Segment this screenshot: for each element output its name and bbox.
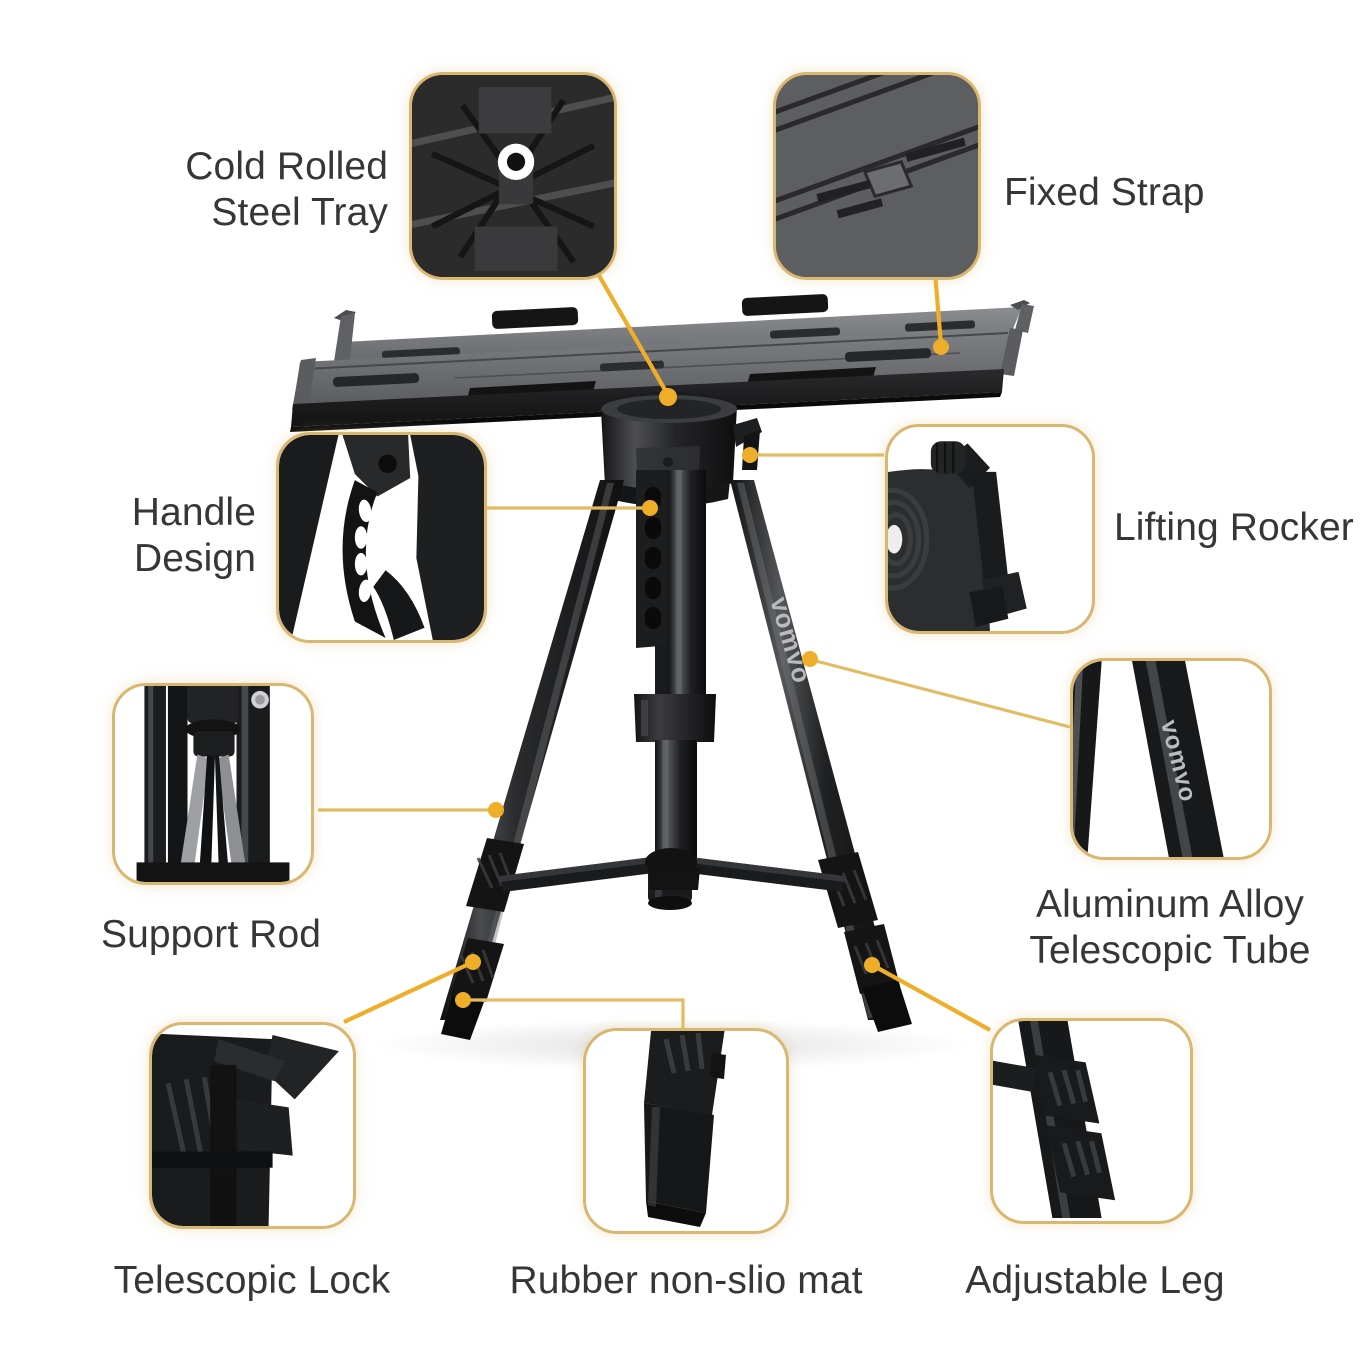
thumb-art-rubber-mat: [586, 1031, 786, 1231]
label-fixed-strap: Fixed Strap: [1004, 171, 1205, 214]
thumb-art-steel-tray: [412, 75, 614, 277]
label-handle-design: Handle Design: [131, 491, 256, 580]
center-column: [634, 470, 716, 910]
thumb-art-handle-design: [279, 435, 484, 640]
thumb-art-telescopic-tube: vomvo: [1073, 661, 1269, 857]
callout-thumb-fixed-strap: [773, 72, 981, 280]
thumb-art-adjustable-leg: [993, 1021, 1190, 1218]
label-rubber-non-slio-mat: Rubber non-slio mat: [509, 1259, 863, 1302]
leg-spreader: [500, 848, 845, 892]
thumb-art-support-rod: [115, 686, 311, 882]
callout-thumb-aluminum-alloy-telescopic-tube: vomvo: [1070, 658, 1272, 860]
callout-thumb-adjustable-leg: [990, 1018, 1193, 1224]
callout-thumb-lifting-rocker: [885, 424, 1095, 634]
callout-thumb-support-rod: [112, 683, 314, 885]
label-aluminum-alloy-telescopic-tube: Aluminum Alloy Telescopic Tube: [1029, 883, 1311, 972]
thumb-art-lifting-rocker: [888, 427, 1092, 631]
thumb-art-telescopic-lock: [152, 1025, 353, 1226]
label-lifting-rocker: Lifting Rocker: [1114, 506, 1354, 549]
thumb-art-fixed-strap: [776, 75, 978, 277]
callout-thumb-telescopic-lock: [149, 1022, 356, 1229]
label-cold-rolled-steel-tray: Cold Rolled Steel Tray: [185, 145, 388, 234]
label-telescopic-lock: Telescopic Lock: [113, 1259, 391, 1302]
label-adjustable-leg: Adjustable Leg: [965, 1259, 1225, 1302]
callout-thumb-handle-design: [276, 432, 487, 643]
tray-far-panel: [333, 294, 1034, 368]
callout-thumb-rubber-non-slio-mat: [583, 1028, 789, 1234]
label-support-rod: Support Rod: [100, 913, 322, 956]
callout-thumb-cold-rolled-steel-tray: [409, 72, 617, 280]
